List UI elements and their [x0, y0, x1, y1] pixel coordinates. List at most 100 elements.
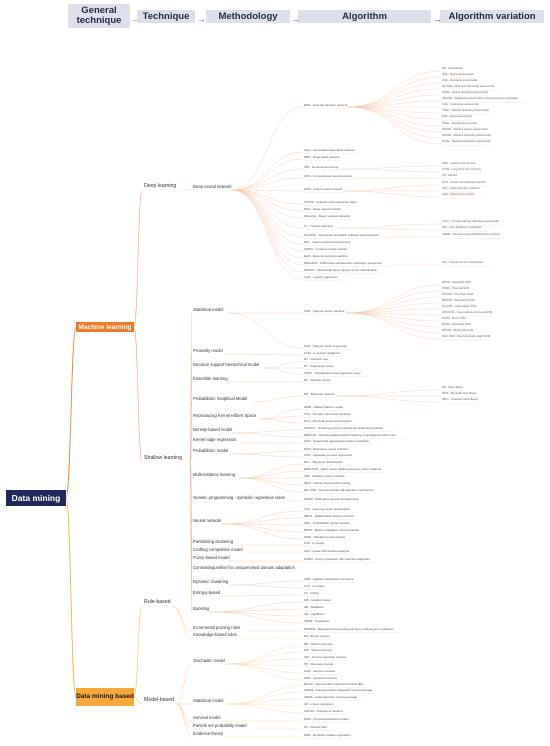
- variation-node: SKDAE - Stacked sparse autoencoder: [442, 127, 488, 131]
- connector-line: [225, 658, 304, 665]
- algorithm-node: TL - Transfer learning: [304, 223, 333, 228]
- connector-line: [227, 703, 304, 714]
- branch-data-mining-based: Data mining based: [76, 688, 134, 706]
- connector-line: [345, 290, 442, 314]
- connector-line: [231, 189, 304, 192]
- method-node: Proximity model: [193, 348, 223, 353]
- algorithm-node: GPR - Gaussian process regression: [304, 452, 353, 457]
- technique-node: Rule-based: [144, 599, 171, 605]
- connector-line: [225, 663, 304, 667]
- connector-line: [231, 453, 304, 458]
- connector-line: [227, 312, 304, 349]
- connector-line: [240, 470, 304, 479]
- variation-node: AE - Autoencoder: [442, 66, 464, 70]
- variation-node: NB-B - Bernoulli naïve Bayes: [442, 391, 477, 395]
- variation-node: SDAE - Sparse denoising autoencoder: [442, 90, 489, 94]
- algorithm-node: IGP - Inverse Gaussian process: [304, 654, 347, 659]
- algorithm-node: DBSCAN - Density-based spatial clusterin…: [304, 432, 396, 437]
- connector-line: [231, 168, 304, 191]
- variation-node: PSVM - Proximal SVM: [442, 286, 470, 290]
- algorithm-node: DT - Decision tree: [304, 356, 329, 361]
- algorithm-node: HMM - Hidden Markov model: [304, 404, 344, 409]
- variation-node: GAE - Graph autoencoders: [442, 192, 475, 196]
- algorithm-node: ISM - Instance-space methods: [304, 473, 345, 478]
- method-node: Entropy-based: [193, 590, 221, 595]
- root-node: Data mining: [6, 490, 66, 506]
- connector-line: [336, 227, 442, 231]
- algorithm-node: DNN - Deep neural network: [304, 206, 341, 211]
- connector-line: [229, 580, 304, 586]
- algorithm-node: k-NN - k-nearest neighbors: [304, 350, 341, 355]
- variation-node: FSVM - Fuzzy SVM: [442, 316, 466, 320]
- algorithm-node: RBFN - Radial basis function network: [304, 513, 354, 518]
- algorithm-node: PP - Renewal process: [304, 661, 334, 666]
- header-arrow-icon: →: [131, 14, 140, 24]
- connector-line: [171, 605, 193, 632]
- connector-line: [221, 517, 304, 525]
- connector-line: [231, 106, 304, 191]
- algorithm-node: TBAB - Treeaboost: [304, 618, 330, 623]
- connector-line: [231, 177, 304, 191]
- connector-line: [336, 223, 442, 229]
- method-node: Probabilistic model: [193, 448, 229, 453]
- connector-line: [345, 312, 442, 322]
- method-node: Contrastingunsher for unsupervised domai…: [193, 565, 295, 570]
- connector-line: [264, 360, 304, 369]
- algorithm-node: BLC - Bag-level classification: [304, 459, 343, 464]
- algorithm-node: EDN - Encoder-decoder network: [304, 102, 348, 107]
- variation-node: DAE - Denoising autoencoder: [442, 78, 478, 82]
- connector-line: [209, 611, 304, 624]
- connector-line: [133, 326, 143, 463]
- algorithm-node: DSR - Dempster-Shafer regression: [304, 732, 351, 737]
- variation-node: MKSVM - Multi-kernel SVM: [442, 298, 475, 302]
- header-arrow-icon: →: [291, 14, 300, 24]
- connector-line: [345, 312, 442, 340]
- variation-node: DAG-SVM - Directed acyclic graph SVM: [442, 334, 490, 338]
- connector-line: [231, 158, 304, 191]
- algorithm-node: MiL-ANN - Neural network with attention …: [304, 487, 374, 492]
- method-node: Evidence theory: [193, 731, 224, 736]
- connector-line: [347, 106, 442, 114]
- connector-line: [341, 168, 442, 173]
- method-node: Crafting competitive model: [193, 547, 243, 552]
- algorithm-node: TCA - Transfer component analysis: [304, 411, 351, 416]
- method-node: Partitioning clustering: [193, 539, 234, 544]
- header-technique: Technique: [137, 10, 195, 23]
- connector-line: [225, 663, 304, 681]
- algorithm-node: C-M - C-means: [304, 583, 325, 588]
- algorithm-node: WNN - Wavelet neural network: [304, 534, 346, 539]
- connector-line: [227, 703, 304, 707]
- method-node: Survival model: [193, 715, 221, 720]
- connector-line: [240, 477, 304, 493]
- method-node: Reproducing Kernel Hilbert Space: [193, 413, 257, 418]
- method-node: Statistical model: [193, 307, 224, 312]
- connector-line: [347, 70, 442, 108]
- algorithm-node: LVQ - Learning vector quantization: [304, 506, 351, 511]
- connector-line: [175, 703, 193, 722]
- variation-node: DAE - Deep autoencoder: [442, 114, 473, 118]
- variation-node: ESVM - Ensemble SVM: [442, 322, 471, 326]
- algorithm-node: PF - Particle filter: [304, 724, 328, 729]
- method-node: Density-based model: [193, 427, 233, 432]
- algorithm-node: GRNN - Growing neural network: [304, 246, 348, 251]
- connector-line: [345, 312, 442, 328]
- variation-node: JDA - Joint distribution adaptation: [442, 225, 483, 229]
- algorithm-node: RF - Random forest: [304, 377, 331, 382]
- branch-machine-learning: Machine learning: [76, 322, 134, 332]
- algorithm-node: MP - Markov process: [304, 641, 333, 646]
- algorithm-node: ASR - Adaptive stochastic resonance: [304, 576, 354, 581]
- connector-line: [335, 389, 442, 397]
- connector-line: [342, 184, 442, 192]
- connector-line: [347, 82, 442, 108]
- connector-line: [209, 601, 304, 613]
- algorithm-node: OPTICS - Ordering points to identify the…: [304, 425, 384, 430]
- variation-node: SKDAE - Stacked denoising autoencoder: [442, 133, 492, 137]
- method-node: Neural network: [193, 518, 222, 523]
- algorithm-node: GNN - Graph neural network: [304, 186, 343, 191]
- algorithm-node: GHP - Gamma process: [304, 668, 336, 673]
- connector-line: [347, 106, 442, 145]
- algorithm-node: DBN - Deep belief network: [304, 154, 340, 159]
- header-methodology: Methodology: [206, 10, 290, 23]
- connector-line: [189, 461, 193, 613]
- algorithm-node: RVM - Relevance vector machine: [304, 446, 349, 451]
